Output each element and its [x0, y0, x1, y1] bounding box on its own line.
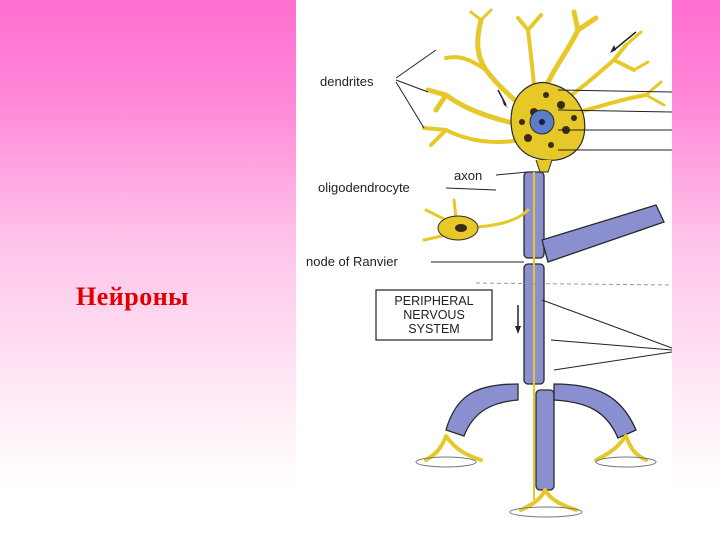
label-oligodendrocyte: oligodendrocyte — [318, 180, 410, 195]
neuron-diagram-svg: dendrites axon oligodendrocyte node of R… — [306, 8, 672, 518]
slide-title: Нейроны — [76, 282, 189, 311]
pns-line1: PERIPHERAL — [394, 294, 473, 308]
oligodendrocyte-cell — [422, 198, 530, 242]
direction-arrows — [497, 31, 637, 334]
cell-body — [510, 82, 586, 173]
pns-box: PERIPHERAL NERVOUS SYSTEM — [375, 289, 493, 341]
dendrite-tree — [422, 8, 666, 147]
right-branch-axon — [445, 204, 665, 439]
label-node-of-ranvier: node of Ranvier — [306, 254, 398, 269]
neuron-diagram: dendrites axon oligodendrocyte node of R… — [296, 0, 672, 540]
pns-line2: NERVOUS — [403, 308, 465, 322]
label-axon: axon — [454, 168, 482, 183]
label-leaders — [395, 49, 672, 371]
label-dendrites: dendrites — [320, 74, 374, 89]
axon-terminals — [415, 434, 657, 518]
pns-line3: SYSTEM — [408, 322, 459, 336]
central-axon — [523, 171, 555, 500]
